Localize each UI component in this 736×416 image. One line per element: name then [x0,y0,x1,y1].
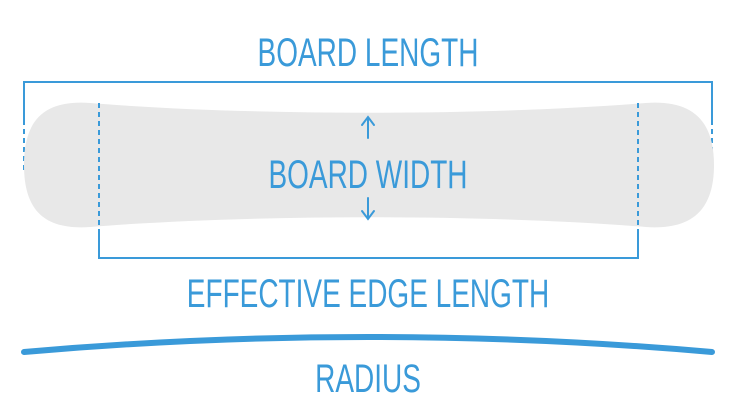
board-width-arrows [361,115,375,221]
board-length-bracket-line [23,81,713,120]
board-width-label: BOARD WIDTH [268,153,467,197]
radius-arc [21,334,715,355]
radius-label: RADIUS [315,357,421,401]
board-length-label: BOARD LENGTH [258,31,479,75]
effective-edge-bracket [98,103,639,259]
effective-edge-length-label: EFFECTIVE EDGE LENGTH [187,272,549,316]
effective-edge-bracket-line [98,232,639,259]
arrow-down-icon [361,197,375,221]
board-length-bracket [23,81,713,170]
arrow-up-icon [361,115,375,139]
snowboard-shape [24,102,714,228]
